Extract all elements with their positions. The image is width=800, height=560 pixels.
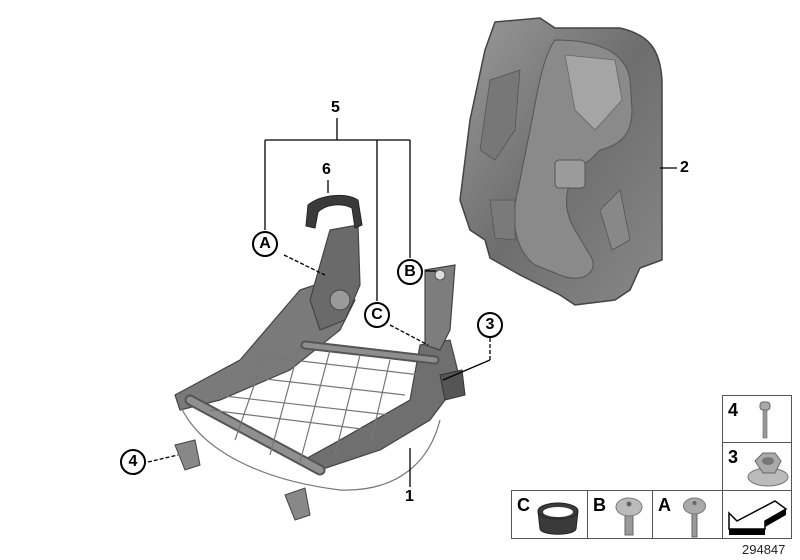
legend-cell-c: C	[511, 490, 588, 539]
legend-cell-arrow	[722, 490, 792, 539]
torx-screw-icon	[615, 497, 643, 536]
legend-cell-3: 3	[722, 442, 792, 491]
callout-circle-c: C	[364, 302, 390, 328]
callout-6: 6	[322, 161, 331, 178]
bolt-icon	[759, 401, 771, 439]
legend-key: A	[658, 495, 671, 515]
legend-cell-4: 4	[722, 395, 792, 443]
bushing-ring-icon	[537, 502, 579, 535]
torx-pin-screw-icon	[683, 497, 706, 538]
reference-number: 294847	[742, 542, 786, 557]
legend-cell-b: B	[587, 490, 653, 539]
legend-key: 3	[728, 447, 739, 467]
callout-circle-4: 4	[120, 449, 146, 475]
backrest-shell-illustration	[459, 17, 663, 306]
callout-1: 1	[405, 488, 414, 505]
callout-2: 2	[680, 159, 689, 176]
seat-frame-illustration	[174, 194, 466, 521]
legend-key: 4	[728, 400, 739, 420]
direction-arrow-icon	[728, 500, 788, 535]
hex-nut-icon	[747, 452, 789, 487]
legend-cell-a: A	[652, 490, 723, 539]
callout-circle-a: A	[252, 231, 278, 257]
callout-circle-3: 3	[477, 312, 503, 338]
leader-lines	[147, 118, 677, 487]
callout-circle-b: B	[397, 259, 423, 285]
callout-5: 5	[331, 99, 340, 116]
legend-key: B	[593, 495, 606, 515]
legend-key: C	[517, 495, 530, 515]
